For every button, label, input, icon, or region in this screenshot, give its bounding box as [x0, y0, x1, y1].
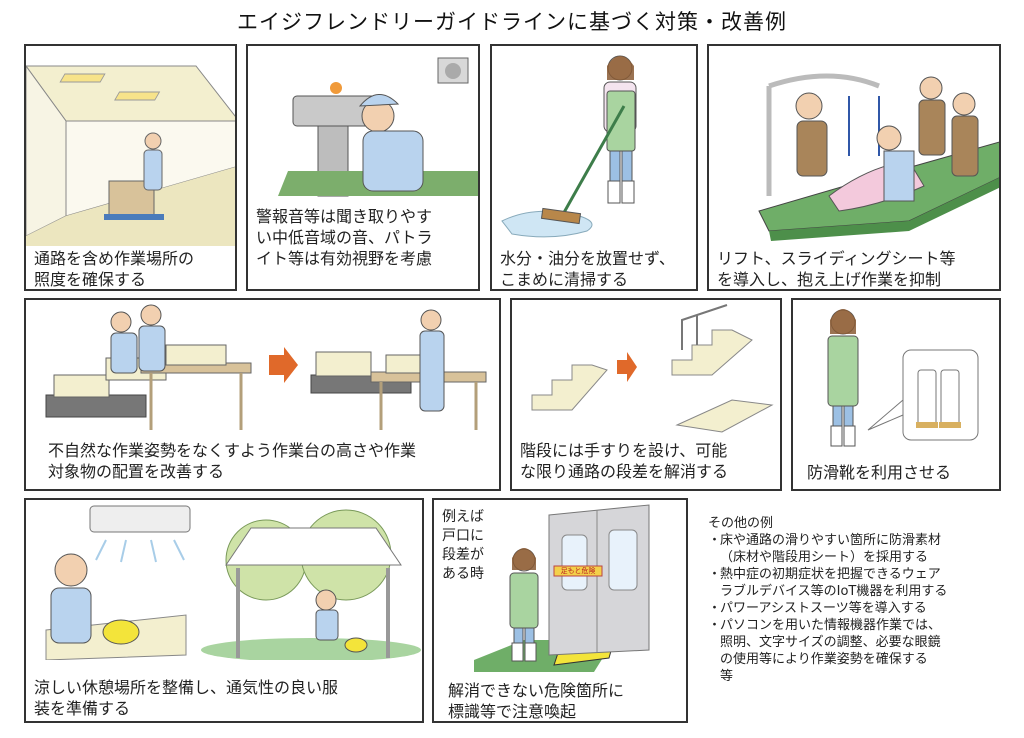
- side-note-line: 段差が: [442, 547, 484, 563]
- other-example-item: ・パワーアシストスーツ等を導入する: [708, 600, 947, 617]
- caption-line: 涼しい休憩場所を整備し、通気性の良い服: [34, 678, 339, 697]
- side-note-line: ある時: [442, 566, 484, 582]
- other-examples: その他の例 ・床や通路の滑りやすい箇所に防滑素材 （床材や階段用シート）を採用す…: [708, 515, 947, 685]
- caption-hazard: 解消できない危険箇所に 標識等で注意喚起: [448, 680, 625, 721]
- item-line: パワーアシストスーツ等を導入する: [720, 601, 927, 616]
- item-line: ラブルデバイス等のIoT機器を利用する: [720, 584, 948, 599]
- panel-hazard: 例えば 戸口に 段差が ある時 足もと危険 解消できない危険箇所に 標識等で注意…: [432, 498, 688, 723]
- caption-boots: 防滑靴を利用させる: [807, 462, 951, 483]
- caption-line: 標識等で注意喚起: [448, 702, 577, 721]
- worker-at-machine-with-alarm-illustration: [278, 57, 478, 197]
- care-lift-illustration: [758, 73, 999, 241]
- item-line: 照明、文字サイズの調整、必要な眼鏡: [720, 635, 941, 650]
- caption-line: リフト、スライディングシート等: [717, 249, 956, 268]
- caption-line: 警報音等は聞き取りやす: [256, 207, 433, 226]
- non-slip-boots-illustration: [827, 309, 979, 447]
- caption-alarm: 警報音等は聞き取りやす い中低音域の音、パトラ イト等は有効視野を考慮: [256, 206, 432, 269]
- panel-posture: 不自然な作業姿勢をなくすよう作業台の高さや作業 対象物の配置を改善する: [24, 298, 501, 491]
- bullet: ・: [708, 601, 722, 616]
- side-note-line: 例えば: [442, 509, 484, 525]
- item-line: 等: [720, 669, 734, 684]
- caption-line: 水分・油分を放置せず、: [500, 249, 675, 268]
- item-line: の使用等により作業姿勢を確保する: [720, 652, 928, 667]
- panel-stairs: 階段には手すりを設け、可能 な限り通路の段差を解消する: [510, 298, 782, 491]
- panel-lighting: 通路を含め作業場所の 照度を確保する: [24, 44, 237, 291]
- caption-lift: リフト、スライディングシート等 を導入し、抱え上げ作業を抑制: [717, 248, 956, 289]
- stairs-handrail-ramp-illustration: [531, 304, 774, 433]
- caption-line: 通路を含め作業場所の: [34, 249, 195, 268]
- cool-rest-area-illustration: [45, 505, 421, 660]
- other-example-item: ・熱中症の初期症状を把握できるウェア ラブルデバイス等のIoT機器を利用する: [708, 566, 947, 600]
- worktable-height-improvement-illustration: [45, 304, 487, 430]
- door-warning-sign: 足もと危険: [560, 567, 596, 575]
- caption-line: 防滑靴を利用させる: [807, 463, 952, 482]
- caption-line: こまめに清掃する: [500, 270, 629, 289]
- caption-stairs: 階段には手すりを設け、可能 な限り通路の段差を解消する: [520, 440, 728, 482]
- caption-line: イト等は有効視野を考慮: [256, 249, 433, 268]
- panel-boots: 防滑靴を利用させる: [791, 298, 1001, 491]
- caption-lighting: 通路を含め作業場所の 照度を確保する: [34, 248, 195, 289]
- bullet: ・: [708, 533, 722, 548]
- air-conditioner-icon: [89, 505, 191, 533]
- caption-line: 解消できない危険箇所に: [448, 681, 625, 700]
- caption-line: を導入し、抱え上げ作業を抑制: [717, 270, 942, 289]
- arrow-right-icon: [269, 347, 298, 383]
- caption-cleaning: 水分・油分を放置せず、 こまめに清掃する: [500, 248, 675, 289]
- other-example-item: ・床や通路の滑りやすい箇所に防滑素材 （床材や階段用シート）を採用する: [708, 532, 947, 566]
- page-title: エイジフレンドリーガイドラインに基づく対策・改善例: [237, 10, 787, 34]
- caption-line: 階段には手すりを設け、可能: [520, 441, 728, 460]
- other-example-item: ・パソコンを用いた情報機器作業では、 照明、文字サイズの調整、必要な眼鏡 の使用…: [708, 617, 947, 685]
- caption-rest: 涼しい休憩場所を整備し、通気性の良い服 装を準備する: [34, 677, 338, 719]
- woman-mopping-spill-illustration: [501, 55, 637, 238]
- item-line: （床材や階段用シート）を採用する: [720, 550, 929, 565]
- panel-alarm: 警報音等は聞き取りやす い中低音域の音、パトラ イト等は有効視野を考慮: [246, 44, 480, 291]
- panel-lift: リフト、スライディングシート等 を導入し、抱え上げ作業を抑制: [707, 44, 1001, 291]
- item-line: 床や通路の滑りやすい箇所に防滑素材: [720, 533, 942, 548]
- bullet: ・: [708, 567, 722, 582]
- caption-line: 対象物の配置を改善する: [48, 462, 225, 481]
- worker-pushing-cart-illustration: [26, 65, 235, 246]
- panel-rest: 涼しい休憩場所を整備し、通気性の良い服 装を準備する: [24, 498, 424, 723]
- side-note-line: 戸口に: [442, 528, 484, 544]
- side-note: 例えば 戸口に 段差が ある時: [442, 508, 484, 584]
- hazard-sign-at-door-illustration: [474, 504, 650, 672]
- caption-line: な限り通路の段差を解消する: [520, 462, 729, 481]
- caption-line: 照度を確保する: [34, 270, 147, 289]
- caption-line: 装を準備する: [34, 699, 131, 718]
- item-line: 熱中症の初期症状を把握できるウェア: [720, 567, 941, 582]
- arrow-right-icon: [617, 352, 637, 382]
- caption-posture: 不自然な作業姿勢をなくすよう作業台の高さや作業 対象物の配置を改善する: [48, 440, 416, 482]
- panel-cleaning: 水分・油分を放置せず、 こまめに清掃する: [490, 44, 698, 291]
- caption-line: 不自然な作業姿勢をなくすよう作業台の高さや作業: [48, 441, 417, 460]
- item-line: パソコンを用いた情報機器作業では、: [720, 618, 942, 633]
- caption-line: い中低音域の音、パトラ: [256, 228, 433, 247]
- bullet: ・: [708, 618, 722, 633]
- other-examples-heading: その他の例: [708, 516, 774, 531]
